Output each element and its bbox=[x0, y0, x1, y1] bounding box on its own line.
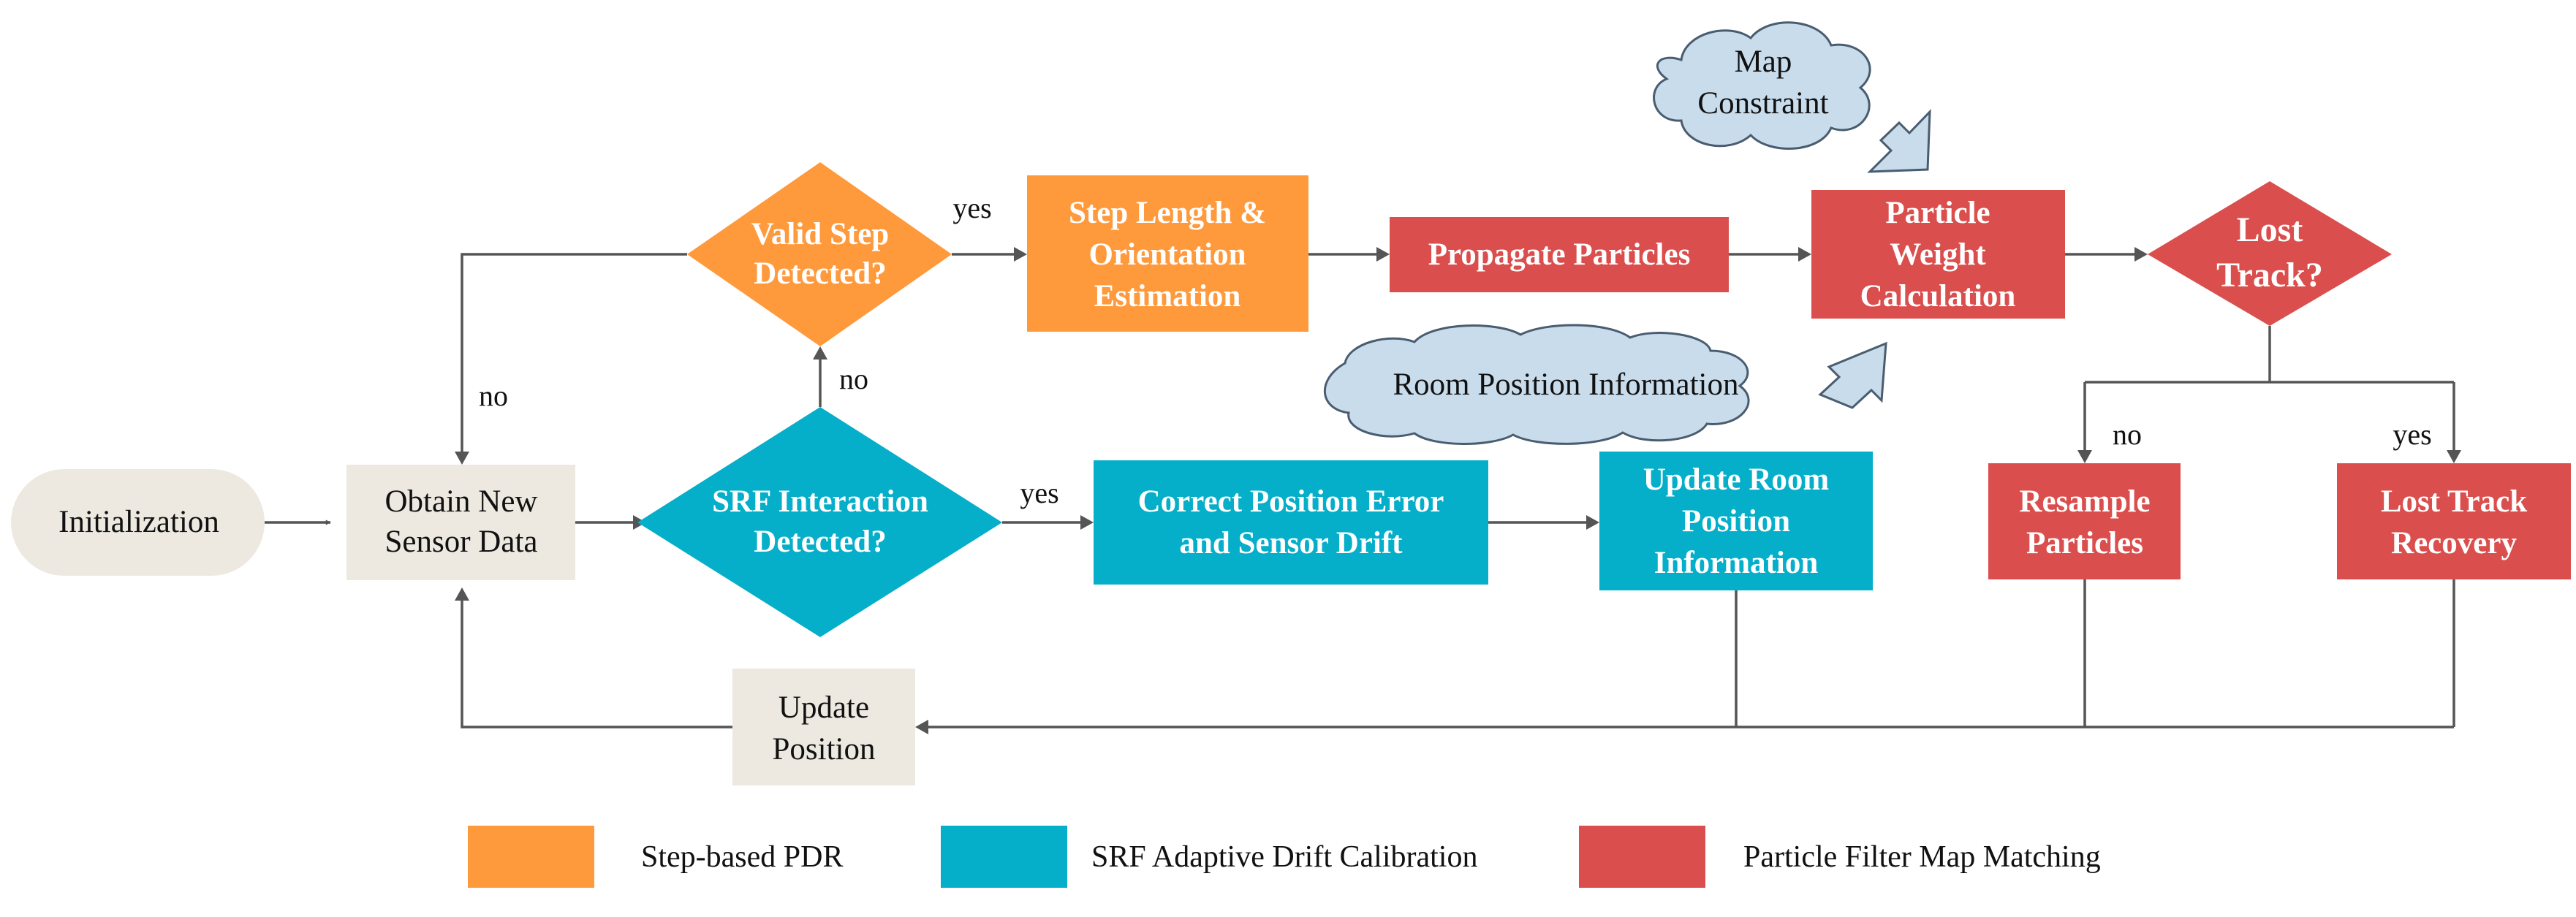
legend-label-pdr: Step-based PDR bbox=[641, 840, 844, 874]
initialization-label: Initialization bbox=[58, 505, 219, 539]
arrowhead bbox=[813, 346, 827, 359]
edge-labels: yes no no yes no yes bbox=[479, 191, 2432, 509]
resample-node: Resample Particles bbox=[1988, 463, 2181, 579]
obtain-data-line2: Sensor Data bbox=[385, 525, 538, 559]
legend-swatch-pdr bbox=[468, 826, 594, 888]
legend-label-srf: SRF Adaptive Drift Calibration bbox=[1091, 840, 1477, 874]
map-constraint-line2: Constraint bbox=[1697, 86, 1828, 121]
label-lost-no: no bbox=[2113, 418, 2142, 451]
edge-updatepos-to-obtain bbox=[461, 601, 732, 728]
map-constraint-cloud bbox=[1653, 21, 1871, 150]
weight-node: Particle Weight Calculation bbox=[1811, 190, 2065, 319]
map-constraint-group: Map Constraint bbox=[1653, 21, 1871, 150]
correct-error-line1: Correct Position Error bbox=[1138, 484, 1444, 519]
step-length-line1: Step Length & bbox=[1069, 196, 1266, 230]
lost-track-decision: Lost Track? bbox=[2148, 181, 2392, 326]
valid-step-line1: Valid Step bbox=[751, 217, 889, 251]
weight-line3: Calculation bbox=[1860, 279, 2016, 313]
recovery-node: Lost Track Recovery bbox=[2337, 463, 2571, 579]
correct-error-node: Correct Position Error and Sensor Drift bbox=[1094, 460, 1488, 585]
recovery-line1: Lost Track bbox=[2381, 484, 2527, 519]
room-info-cloud bbox=[1324, 324, 1750, 445]
update-room-node: Update Room Position Information bbox=[1599, 452, 1873, 590]
arrowhead bbox=[1014, 247, 1027, 262]
label-srf-no: no bbox=[839, 362, 868, 395]
legend-swatch-pf bbox=[1579, 826, 1705, 888]
recovery-line2: Recovery bbox=[2391, 526, 2517, 560]
obtain-data-node: Obtain New Sensor Data bbox=[346, 465, 575, 580]
legend: Step-based PDR SRF Adaptive Drift Calibr… bbox=[468, 826, 2101, 888]
srf-line2: Detected? bbox=[754, 525, 886, 559]
connectors bbox=[265, 247, 2461, 734]
edge-valid-no-to-obtain bbox=[461, 253, 687, 452]
weight-line1: Particle bbox=[1885, 196, 1990, 230]
label-valid-yes: yes bbox=[952, 191, 991, 224]
arrowhead bbox=[915, 720, 928, 734]
lost-track-line1: Lost bbox=[2237, 210, 2303, 249]
arrowhead bbox=[2077, 450, 2092, 463]
weight-line2: Weight bbox=[1890, 237, 1986, 272]
map-arrow-icon bbox=[1867, 109, 1931, 173]
update-room-line3: Information bbox=[1654, 546, 1819, 580]
update-room-line2: Position bbox=[1682, 504, 1790, 539]
arrowhead bbox=[1586, 515, 1599, 530]
arrowhead bbox=[455, 452, 469, 465]
propagate-node: Propagate Particles bbox=[1390, 217, 1729, 292]
valid-step-decision: Valid Step Detected? bbox=[687, 162, 952, 346]
map-constraint-line1: Map bbox=[1735, 45, 1792, 79]
legend-label-pf: Particle Filter Map Matching bbox=[1743, 840, 2101, 874]
valid-step-line2: Detected? bbox=[754, 256, 886, 291]
initialization-node: Initialization bbox=[11, 469, 265, 576]
lost-track-line2: Track? bbox=[2216, 256, 2323, 294]
legend-swatch-srf bbox=[941, 826, 1067, 888]
arrowhead bbox=[1080, 515, 1094, 530]
srf-line1: SRF Interaction bbox=[712, 484, 928, 519]
room-info-group: Room Position Information bbox=[1324, 324, 1750, 445]
correct-error-line2: and Sensor Drift bbox=[1179, 526, 1403, 560]
label-valid-no: no bbox=[479, 379, 508, 412]
update-room-line1: Update Room bbox=[1643, 463, 1830, 497]
step-length-node: Step Length & Orientation Estimation bbox=[1027, 175, 1308, 332]
resample-line1: Resample bbox=[2019, 484, 2150, 519]
arrowhead bbox=[2447, 450, 2461, 463]
srf-interaction-decision: SRF Interaction Detected? bbox=[637, 407, 1002, 637]
room-info-label: Room Position Information bbox=[1393, 368, 1739, 402]
arrowhead bbox=[1798, 247, 1811, 262]
step-length-line3: Estimation bbox=[1094, 279, 1241, 313]
step-length-line2: Orientation bbox=[1089, 237, 1246, 272]
label-srf-yes: yes bbox=[1020, 476, 1058, 509]
update-position-line1: Update bbox=[779, 690, 869, 725]
obtain-data-line1: Obtain New bbox=[385, 484, 538, 519]
label-lost-yes: yes bbox=[2393, 418, 2431, 451]
resample-line2: Particles bbox=[2026, 526, 2143, 560]
arrowhead bbox=[1376, 247, 1390, 262]
update-position-node: Update Position bbox=[732, 669, 915, 785]
arrowhead bbox=[455, 587, 469, 601]
update-position-line2: Position bbox=[773, 732, 876, 766]
room-arrow-icon bbox=[1818, 341, 1887, 409]
arrowhead bbox=[2134, 247, 2148, 262]
propagate-label: Propagate Particles bbox=[1428, 237, 1691, 272]
